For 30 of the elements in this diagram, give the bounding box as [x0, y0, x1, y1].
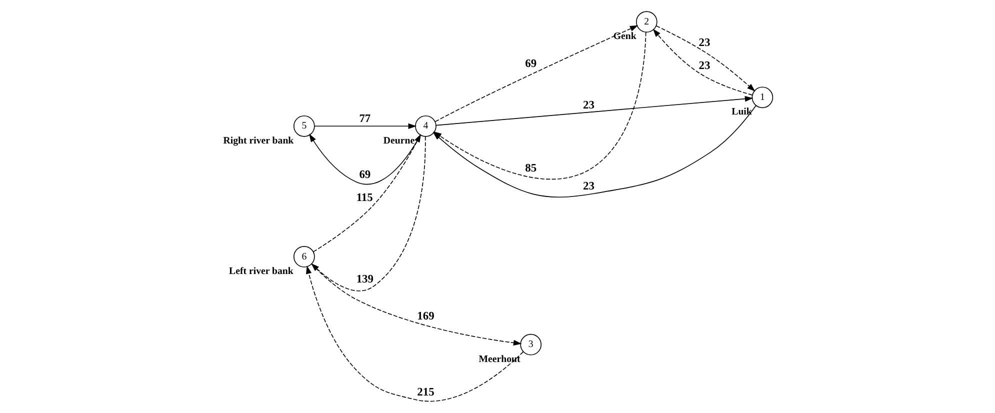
edge-label: 115: [356, 192, 372, 204]
arrow: [312, 134, 420, 252]
edge-label: 23: [698, 36, 710, 49]
node-circle: 6: [293, 246, 314, 268]
node-circle: 4: [414, 115, 436, 137]
edge-label: 69: [524, 58, 536, 70]
arrow: [306, 266, 524, 402]
edge-label: 23: [582, 180, 594, 193]
node-label: Genk: [612, 31, 636, 42]
node-label: Right river bank: [222, 135, 294, 146]
node-label: Meerhout: [478, 354, 520, 365]
node-label: Luik: [731, 106, 752, 118]
arrow: [314, 123, 416, 130]
arrow: [308, 134, 420, 184]
node-circle: 5: [293, 115, 314, 137]
edge-label: 23: [698, 60, 710, 72]
node-circle: 2: [635, 11, 657, 33]
edge-label: 69: [358, 169, 370, 182]
arrow: [434, 25, 638, 122]
edge-label: 215: [416, 386, 434, 399]
edge-label: 169: [416, 310, 434, 322]
node-label: Deurne: [382, 135, 414, 146]
node-circle: 1: [751, 86, 773, 108]
arrow: [435, 96, 753, 126]
edge-label: 23: [582, 99, 594, 112]
node-label: Left river bank: [228, 266, 293, 278]
edge-label: 85: [524, 162, 536, 174]
edge-label: 139: [356, 273, 374, 286]
node-circle: 3: [520, 334, 542, 356]
edge-label: 77: [358, 113, 370, 126]
